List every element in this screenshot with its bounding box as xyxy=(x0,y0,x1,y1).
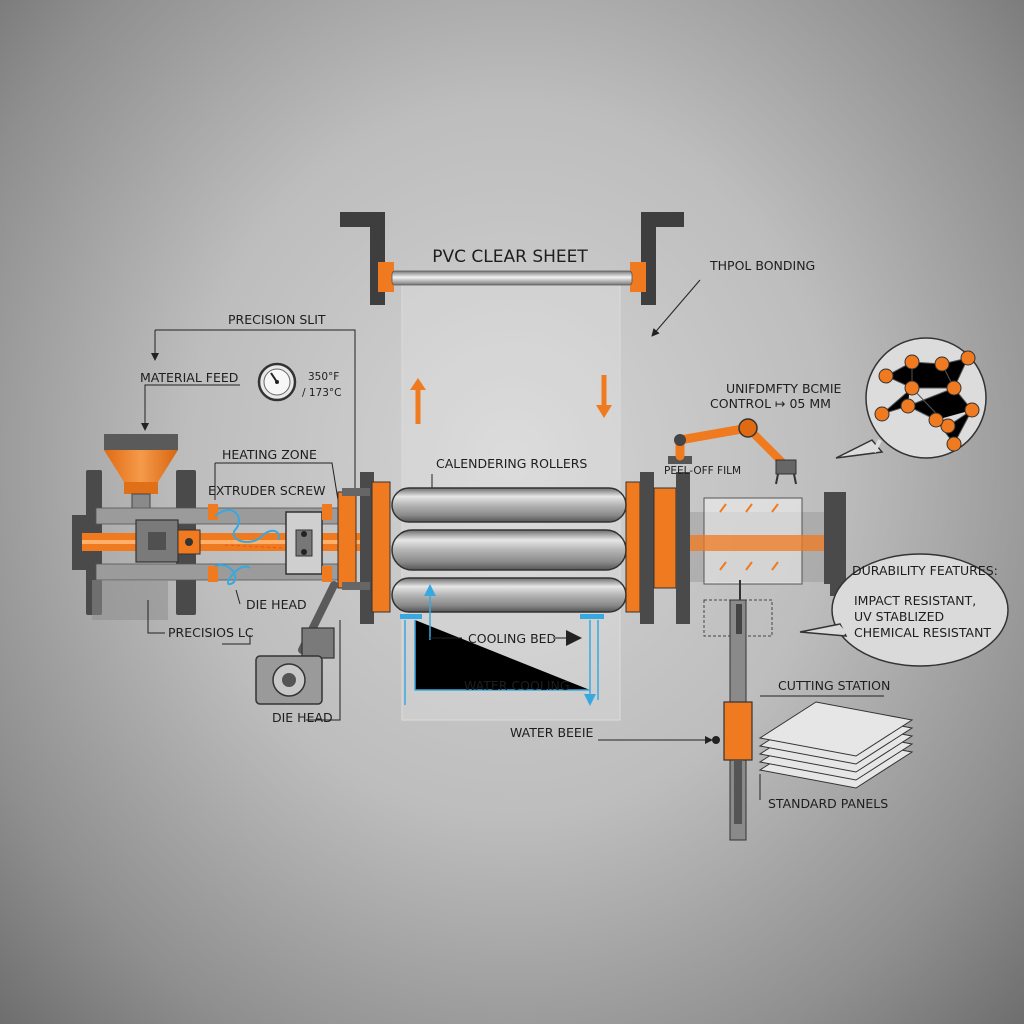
cutting-station-label: CUTTING STATION xyxy=(778,678,890,693)
extruder-screw-label: EXTRUDER SCREW xyxy=(208,483,326,498)
temperature-gauge-icon xyxy=(257,362,297,402)
left-sheet-bracket xyxy=(340,212,385,305)
right-sheet-bracket xyxy=(641,212,684,305)
heating-coil-upper xyxy=(214,509,280,544)
left-flange xyxy=(337,491,357,589)
thpol-bonding-leader xyxy=(651,279,701,337)
durability-title: DURABILITY FEATURES: xyxy=(852,563,998,578)
roller-top xyxy=(391,487,627,523)
durability-item-uv: UV STABLIZED xyxy=(854,609,944,624)
top-tension-bar xyxy=(391,270,633,286)
stacked-panels-icon xyxy=(758,701,914,789)
die-head-label-1: DIE HEAD xyxy=(246,597,307,612)
water-cooling-label: WATER COOLING xyxy=(464,678,570,693)
roller-bottom xyxy=(391,577,627,613)
durability-bubble xyxy=(799,553,1009,667)
material-feed-leader xyxy=(141,384,240,431)
heating-zone-label: HEATING ZONE xyxy=(222,447,317,462)
molecule-network-icon xyxy=(835,337,987,459)
uniformity-label-line2: CONTROL ↦ 05 MM xyxy=(710,396,831,411)
thpol-bonding-label: THPOL BONDING xyxy=(709,258,815,273)
precision-lc-label: PRECISIOS LC xyxy=(168,625,254,640)
temperature-celsius: / 173°C xyxy=(302,387,342,399)
right-frame xyxy=(653,472,846,624)
temperature-fahrenheit: 350°F xyxy=(308,371,339,383)
roller-middle xyxy=(391,529,627,571)
material-feed-label: MATERIAL FEED xyxy=(140,370,238,385)
peel-off-film-label: PEEL-OFF FILM xyxy=(664,465,741,477)
sheet-title: PVC CLEAR SHEET xyxy=(432,247,588,267)
left-orange-clamp xyxy=(378,262,394,292)
material-hopper xyxy=(104,434,178,519)
heating-coil-lower xyxy=(214,563,251,585)
robot-arm-icon xyxy=(668,418,797,485)
water-beeie-label: WATER BEEIE xyxy=(510,725,594,740)
standard-panels-label: STANDARD PANELS xyxy=(768,796,888,811)
calendering-rollers xyxy=(371,472,654,624)
precision-slit-leader xyxy=(155,329,356,510)
calendering-rollers-label: CALENDERING ROLLERS xyxy=(436,456,587,471)
die-head-label-2: DIE HEAD xyxy=(272,710,333,725)
cooling-bed-label: COOLING BED xyxy=(468,631,556,646)
drive-motor xyxy=(255,581,338,705)
cutting-station xyxy=(703,580,773,841)
right-orange-clamp xyxy=(630,262,646,292)
durability-item-chemical: CHEMICAL RESISTANT xyxy=(854,625,991,640)
uniformity-label-line1: UNIFDMFTY BCMIE xyxy=(726,381,842,396)
durability-item-impact: IMPACT RESISTANT, xyxy=(854,593,976,608)
precision-slit-label: PRECISION SLIT xyxy=(228,312,326,327)
